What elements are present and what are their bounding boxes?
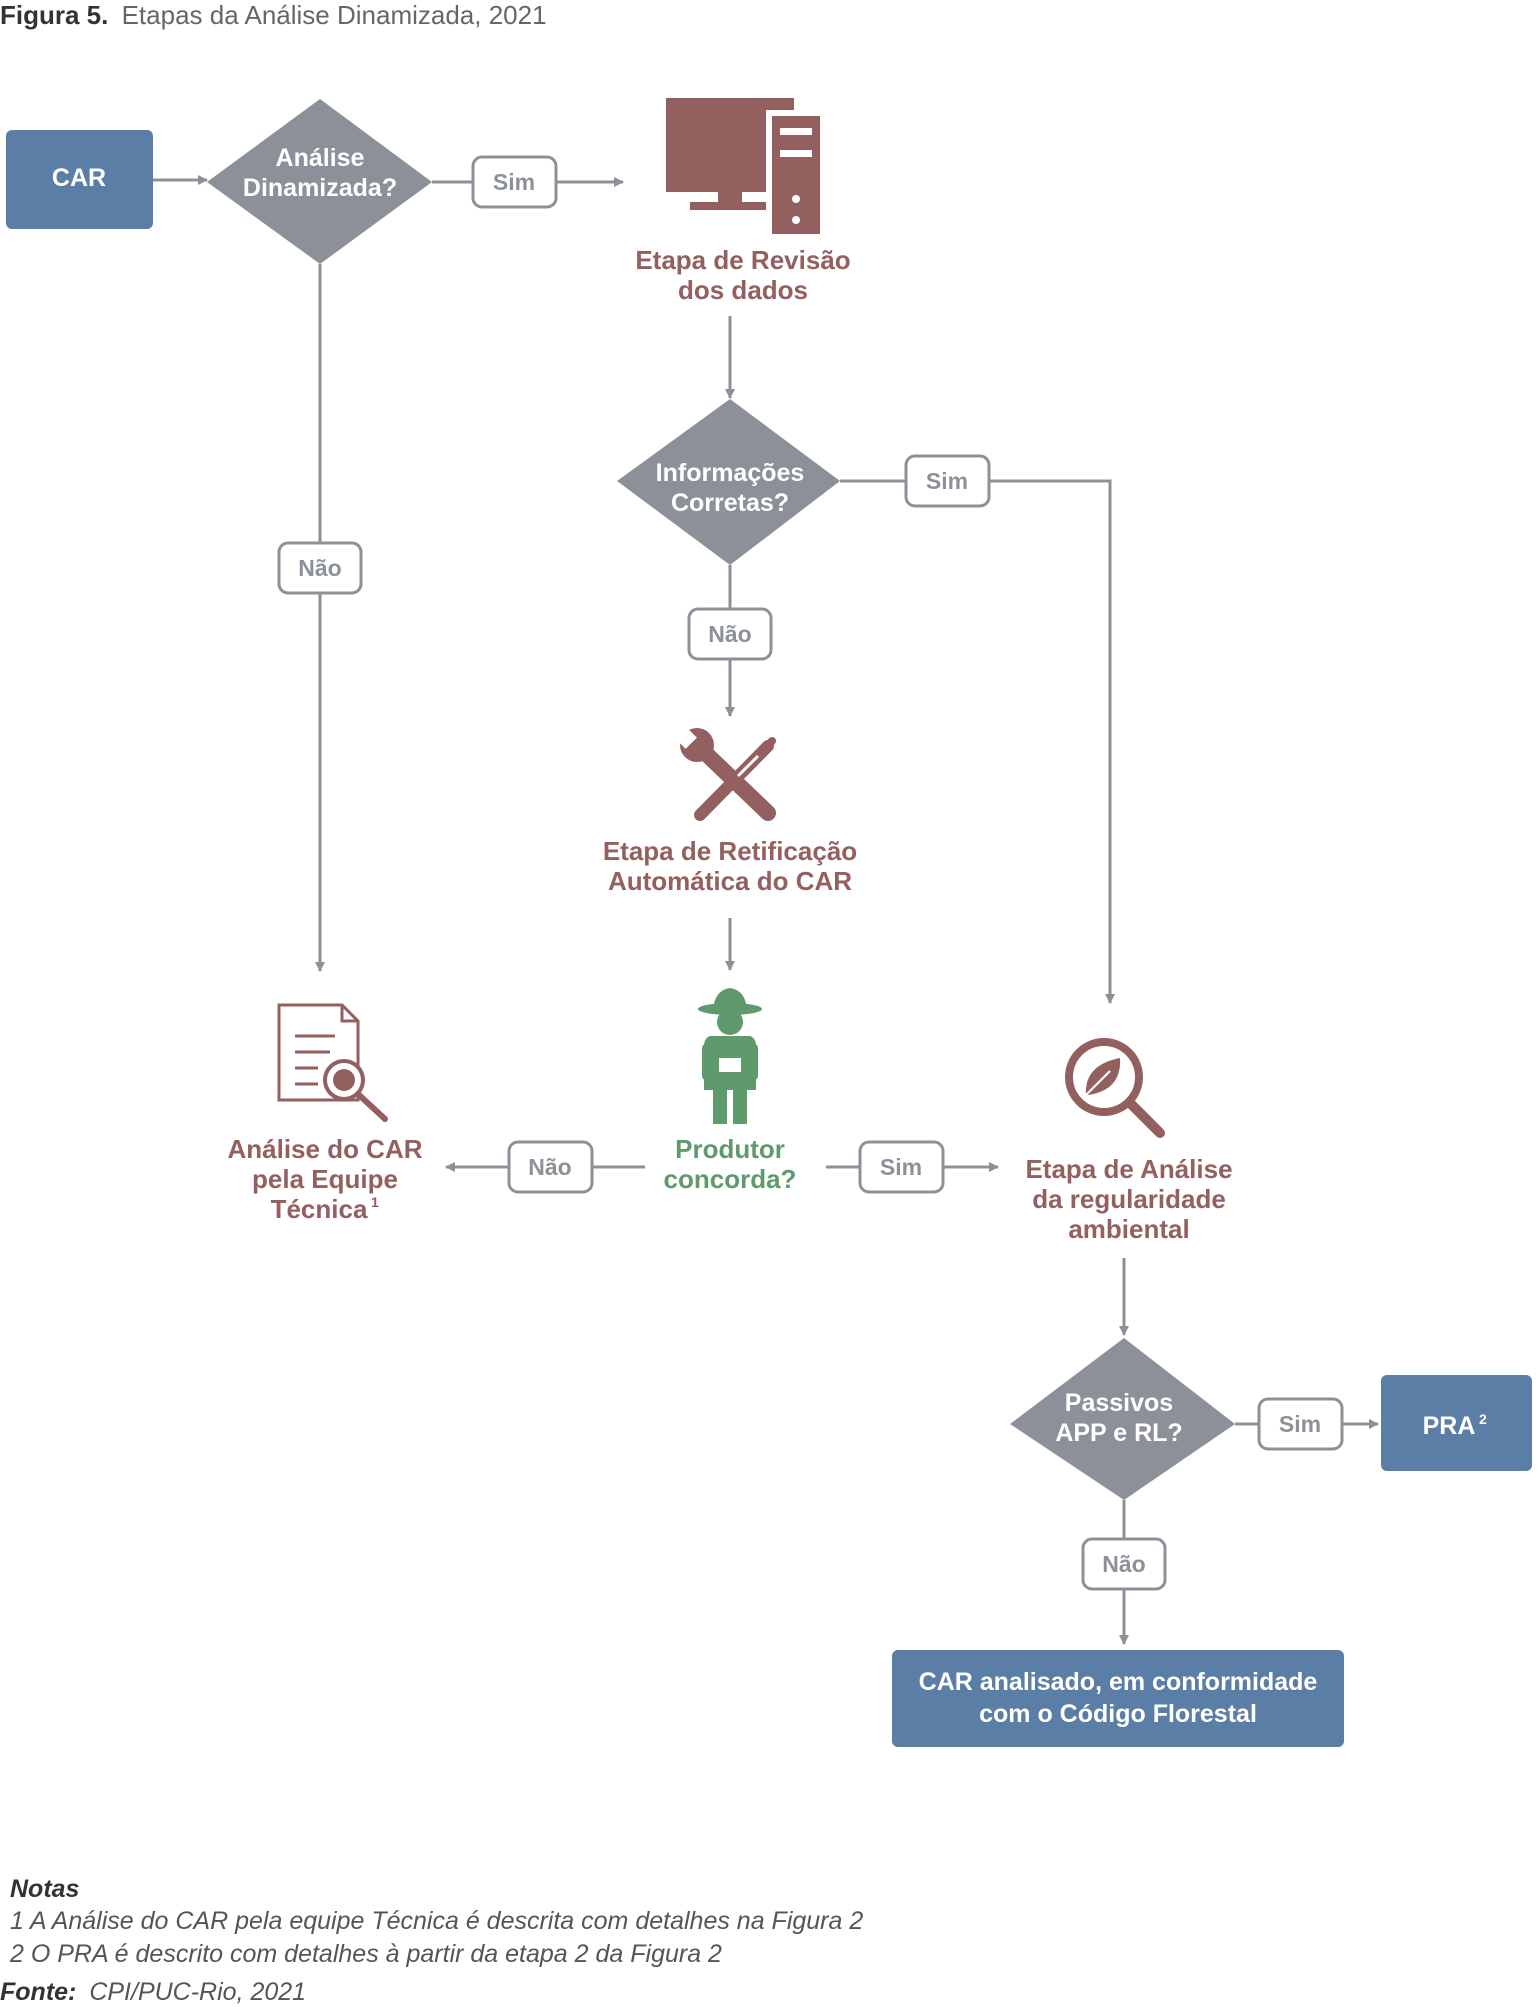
edge-label-sim-2: Sim xyxy=(904,454,991,508)
connectors xyxy=(153,175,1379,1645)
svg-text:pela Equipe: pela Equipe xyxy=(252,1164,398,1194)
label-produtor-concorda: Produtor concorda? xyxy=(664,1134,797,1194)
svg-text:2: 2 xyxy=(1479,1411,1487,1427)
car-start-box: CAR xyxy=(6,130,153,229)
label-revisao-dados: Etapa de Revisão dos dados xyxy=(635,245,850,305)
svg-text:Não: Não xyxy=(298,555,341,581)
label-regularidade: Etapa de Análise da regularidade ambient… xyxy=(1025,1154,1232,1244)
svg-text:Técnica: Técnica xyxy=(271,1194,368,1224)
edge-label-nao-4: Não xyxy=(1081,1537,1167,1591)
decision-informacoes-corretas: Informações Corretas? xyxy=(617,399,840,565)
svg-text:CAR: CAR xyxy=(52,164,106,192)
leaf-magnifier-icon xyxy=(1065,1038,1165,1138)
edge-label-sim-3: Sim xyxy=(858,1140,945,1194)
farmer-icon xyxy=(698,988,762,1124)
svg-text:da regularidade: da regularidade xyxy=(1032,1184,1226,1214)
svg-text:Corretas?: Corretas? xyxy=(671,489,789,517)
svg-text:Etapa de Análise: Etapa de Análise xyxy=(1025,1154,1232,1184)
computer-icon xyxy=(666,98,826,234)
svg-text:Sim: Sim xyxy=(1279,1411,1321,1437)
source-line: Fonte: CPI/PUC-Rio, 2021 xyxy=(0,1978,306,2006)
svg-text:Informações: Informações xyxy=(656,459,805,487)
svg-text:Sim: Sim xyxy=(880,1154,922,1180)
label-analise-equipe: Análise do CAR pela Equipe Técnica 1 xyxy=(227,1134,422,1224)
figure-caption: Figura 5. Etapas da Análise Dinamizada, … xyxy=(0,0,547,30)
edge-label-sim-1: Sim xyxy=(471,155,558,209)
svg-text:PRA: PRA xyxy=(1423,1412,1476,1440)
svg-text:Passivos: Passivos xyxy=(1065,1389,1173,1417)
svg-text:1 A Análise do CAR pela equipe: 1 A Análise do CAR pela equipe Técnica é… xyxy=(10,1907,863,1935)
svg-text:Sim: Sim xyxy=(926,468,968,494)
conformidade-box: CAR analisado, em conformidade com o Cód… xyxy=(892,1650,1344,1747)
svg-text:dos dados: dos dados xyxy=(678,275,808,305)
pra-box: PRA 2 xyxy=(1381,1375,1532,1471)
svg-text:Dinamizada?: Dinamizada? xyxy=(243,174,397,202)
label-retificacao: Etapa de Retificação Automática do CAR xyxy=(603,836,857,896)
svg-text:1: 1 xyxy=(371,1194,379,1210)
svg-text:Não: Não xyxy=(1102,1551,1145,1577)
svg-text:Análise: Análise xyxy=(276,144,365,172)
svg-text:Notas: Notas xyxy=(10,1875,80,1903)
svg-text:Sim: Sim xyxy=(493,169,535,195)
edge-label-nao-2: Não xyxy=(687,607,773,661)
svg-text:Etapa de Revisão: Etapa de Revisão xyxy=(635,245,850,275)
decision-passivos: Passivos APP e RL? xyxy=(1010,1338,1235,1500)
decision-analise-dinamizada: Análise Dinamizada? xyxy=(207,99,432,264)
svg-text:ambiental: ambiental xyxy=(1068,1214,1189,1244)
notes: Notas 1 A Análise do CAR pela equipe Téc… xyxy=(0,1875,863,2006)
svg-text:Análise do CAR: Análise do CAR xyxy=(227,1134,422,1164)
document-search-icon xyxy=(277,1003,388,1122)
svg-text:com o Código Florestal: com o Código Florestal xyxy=(979,1700,1257,1728)
edge-label-nao-1: Não xyxy=(277,541,363,595)
svg-text:Produtor: Produtor xyxy=(675,1134,785,1164)
svg-text:Automática do CAR: Automática do CAR xyxy=(608,866,852,896)
edge-label-nao-3: Não xyxy=(507,1140,594,1194)
svg-text:Etapa de Retificação: Etapa de Retificação xyxy=(603,836,857,866)
svg-text:CAR analisado, em conformidade: CAR analisado, em conformidade xyxy=(919,1668,1318,1696)
svg-text:concorda?: concorda? xyxy=(664,1164,797,1194)
svg-text:Não: Não xyxy=(708,621,751,647)
edge-label-sim-4: Sim xyxy=(1257,1397,1344,1451)
wrench-screwdriver-icon xyxy=(677,728,776,821)
svg-text:APP e RL?: APP e RL? xyxy=(1055,1419,1182,1447)
svg-text:2 O PRA é descrito com detalhe: 2 O PRA é descrito com detalhes à partir… xyxy=(9,1940,722,1968)
svg-text:Não: Não xyxy=(528,1154,571,1180)
